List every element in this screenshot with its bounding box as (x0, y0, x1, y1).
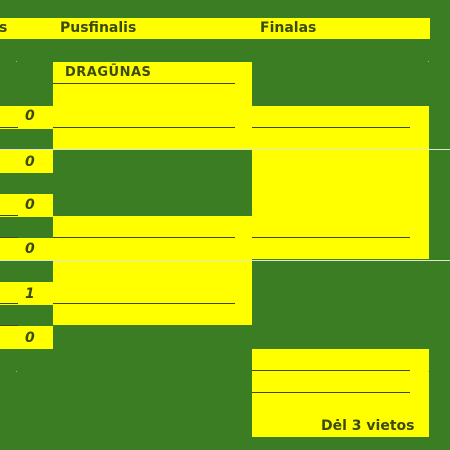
row-separator (0, 149, 450, 150)
round-header-bar: s Pusfinalis Finalas (0, 18, 430, 39)
final-block (252, 106, 429, 259)
quarterfinal-line (0, 303, 18, 304)
decor-dot (16, 61, 17, 62)
semifinal-line (53, 303, 235, 304)
quarterfinal-score: 0 (25, 241, 35, 257)
third-place-block (252, 349, 429, 437)
quarterfinal-score: 0 (25, 197, 35, 213)
quarterfinal-slot-2 (0, 150, 53, 173)
quarterfinal-line (0, 325, 18, 326)
quarterfinal-slot-4 (0, 238, 53, 261)
quarterfinal-score: 0 (25, 154, 35, 170)
final-line (252, 237, 410, 238)
quarterfinal-score: 0 (25, 108, 35, 124)
header-semifinal: Pusfinalis (60, 20, 137, 36)
decor-dot (428, 371, 429, 372)
quarterfinal-slot-6 (0, 326, 53, 349)
quarterfinal-line (0, 237, 18, 238)
header-final: Finalas (260, 20, 317, 36)
decor-dot (428, 61, 429, 62)
quarterfinal-slot-1 (0, 106, 53, 129)
third-place-line (252, 392, 410, 393)
quarterfinal-line (0, 127, 18, 128)
semifinal-line (53, 237, 235, 238)
semifinal-block-top (53, 62, 252, 149)
quarterfinal-score: 0 (25, 330, 35, 346)
semifinal-line (53, 127, 235, 128)
header-quarterfinal: s (0, 20, 8, 36)
semifinal-block-bottom (53, 216, 252, 325)
semifinal-line (53, 83, 235, 84)
decor-dot (16, 371, 17, 372)
row-separator (0, 260, 450, 261)
semifinal-team-name: DRAGŪNAS (65, 65, 152, 80)
quarterfinal-line (0, 215, 18, 216)
quarterfinal-score: 1 (25, 286, 35, 302)
third-place-label: Dėl 3 vietos (321, 418, 415, 434)
quarterfinal-slot-3 (0, 194, 53, 217)
third-place-line (252, 370, 410, 371)
final-line (252, 127, 410, 128)
quarterfinal-slot-5 (0, 282, 53, 305)
